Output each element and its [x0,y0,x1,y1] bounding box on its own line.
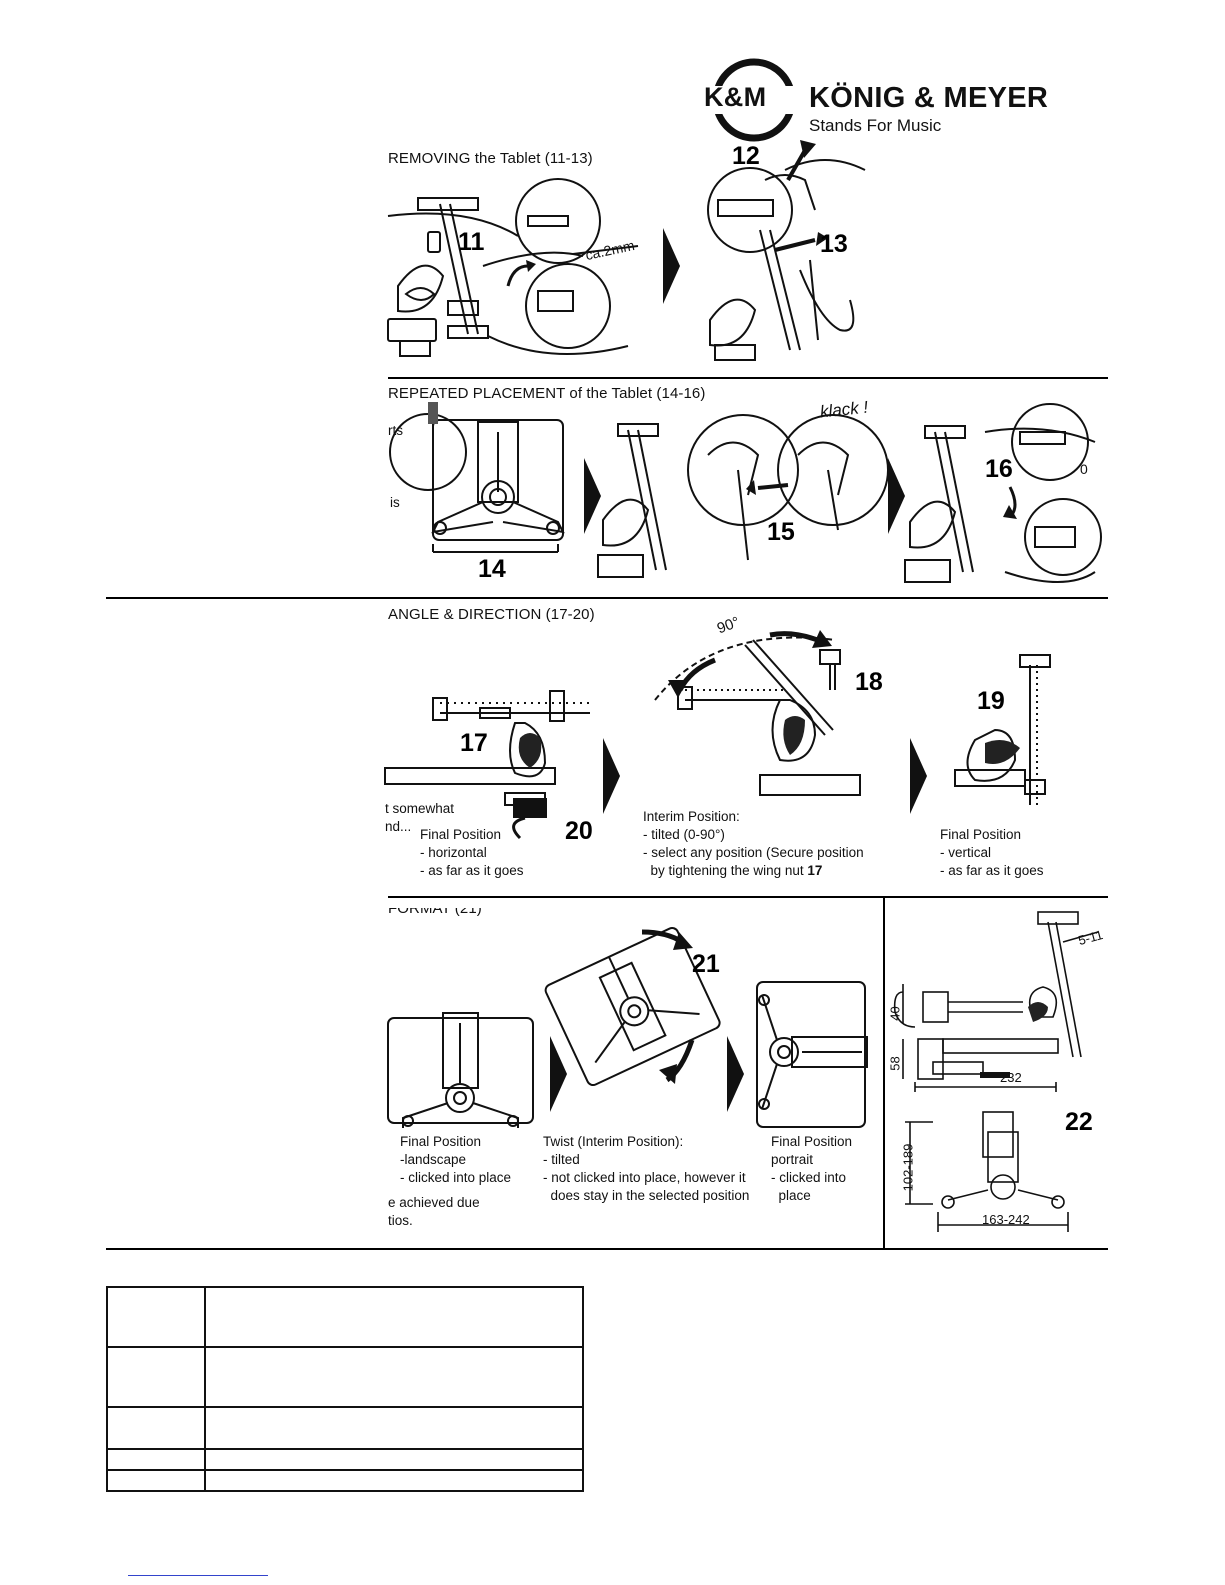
placement-side-text-2: is [390,495,400,510]
table-row [106,1448,584,1471]
next-arrow-4 [603,738,620,814]
dimension-drawing [893,911,1099,1232]
step-number-11: 11 [458,228,485,256]
format-note: e achieved due tios. [388,1195,480,1228]
step-number-21: 21 [692,950,720,978]
step-number-15: 15 [767,518,795,546]
angle-illustration-19 [954,654,1051,805]
format-heading: FORMAT (21) [388,900,482,917]
removing-heading: REMOVING the Tablet (11-13) [388,150,593,167]
brand-logo: K&M KÖNIG & MEYER Stands For Music [704,58,1112,142]
final-position-vertical: Final Position - vertical - as far as it… [940,827,1044,878]
format-illustration-landscape [387,1012,534,1128]
table-cell [204,1448,584,1471]
placement-illustration-15 [597,414,889,578]
step-number-18: 18 [855,668,883,696]
final-position-landscape: Final Position -landscape - clicked into… [400,1134,512,1185]
table-cell [106,1469,206,1492]
angle-heading: ANGLE & DIRECTION (17-20) [388,606,595,623]
step-number-17: 17 [460,729,488,757]
table-cell [106,1406,206,1450]
dimension-232: 232 [1000,1070,1022,1085]
final-position-horizontal: Final Position - horizontal - as far as … [420,827,524,878]
next-arrow-6 [550,1036,567,1112]
interim-position-caption: Interim Position: - tilted (0-90°) - sel… [643,809,864,878]
dimension-102-189: 102-189 [900,1143,916,1192]
next-arrow-5 [910,738,927,814]
final-position-portrait: Final Position portrait - clicked into p… [771,1134,853,1203]
format-separator [883,896,885,1250]
placement-illustration-16 [904,403,1102,583]
angle-illustration-18 [654,630,861,796]
logo-ring-icon [712,58,796,142]
format-illustration-twist [544,927,721,1087]
divider-format [106,1248,1108,1250]
logo-tagline: Stands For Music [809,116,942,135]
dimension-58: 58 [887,1056,903,1071]
logo-mark: K&M [704,82,767,112]
angle-illustration-17-20 [384,690,590,840]
divider-removing [388,377,1108,379]
placement-illustration-14 [389,402,565,553]
angle-left-note: t somewhat nd... [385,801,455,834]
spec-table [106,1286,584,1492]
format-illustration-portrait [756,981,868,1128]
logo-brand-name: KÖNIG & MEYER [809,82,1049,114]
step-number-19: 19 [977,687,1005,715]
divider-angle [388,896,1108,898]
table-cell [204,1346,584,1408]
next-arrow-7 [727,1036,744,1112]
zero-gap-label: 0 [1080,461,1088,477]
dimension-163-242: 163-242 [982,1212,1030,1227]
twist-interim-caption: Twist (Interim Position): - tilted - not… [543,1134,750,1203]
table-row [106,1406,584,1450]
step-number-14: 14 [478,555,506,583]
table-row [106,1286,584,1348]
next-arrow-1 [663,228,680,304]
step-number-12: 12 [732,142,760,170]
table-cell [204,1469,584,1492]
step-number-20: 20 [565,817,593,845]
step-number-22: 22 [1065,1108,1093,1136]
footer-link-underline[interactable] [128,1575,268,1576]
table-cell [204,1286,584,1348]
dimension-40: 40 [887,1006,903,1021]
step-number-13: 13 [820,230,848,258]
table-cell [106,1346,206,1408]
next-arrow-3 [888,458,905,534]
placement-heading: REPEATED PLACEMENT of the Tablet (14-16) [388,385,706,402]
removing-illustration-12-13 [707,140,866,361]
step-number-16: 16 [985,455,1013,483]
removing-illustration-11 [387,178,639,357]
divider-placement [106,597,1108,599]
table-cell [106,1448,206,1471]
table-row [106,1346,584,1408]
table-cell [106,1286,206,1348]
table-row [106,1469,584,1492]
table-cell [204,1406,584,1450]
next-arrow-2 [584,458,601,534]
